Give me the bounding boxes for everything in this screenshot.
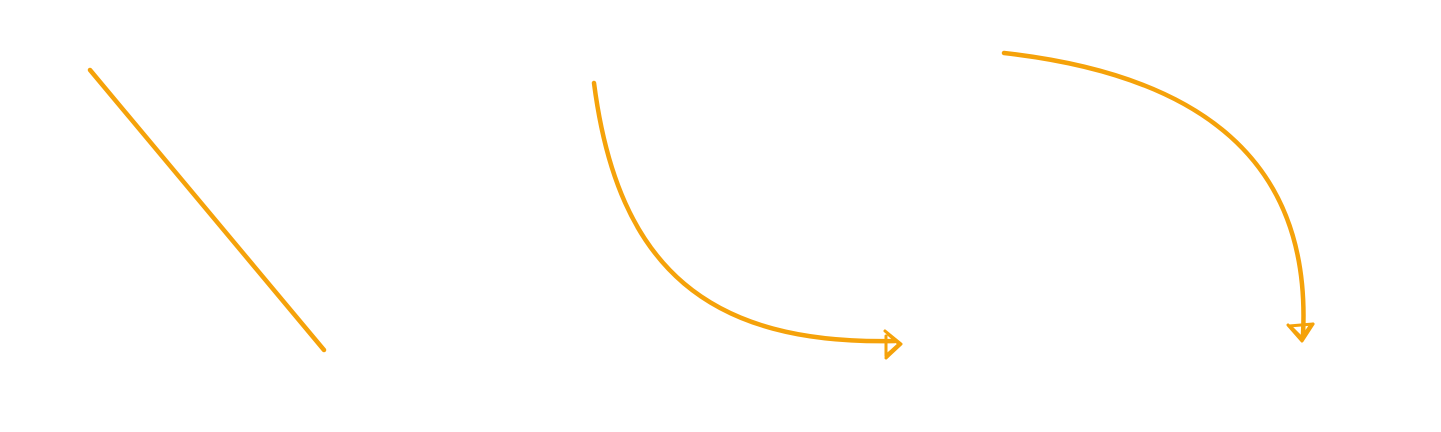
curved-arrow-down-shaft [1001,50,1306,338]
diagonal-line[interactable] [87,67,327,353]
curved-arrow-down[interactable] [1001,50,1315,343]
arrowhead-down-icon [1286,322,1315,343]
arrowhead-right-icon [883,329,903,360]
curved-arrow-right[interactable] [591,80,903,360]
curved-arrow-right-shaft [591,80,898,344]
diagonal-line-stroke [87,67,327,353]
